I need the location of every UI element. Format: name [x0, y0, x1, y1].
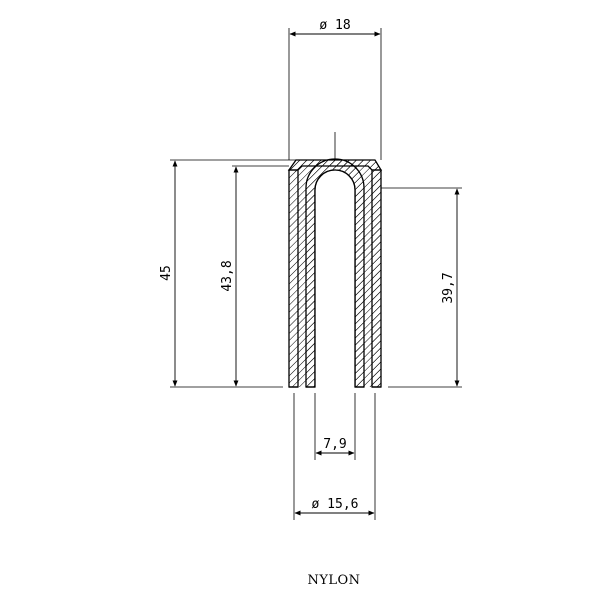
- left-wall: [288, 169, 299, 388]
- label-slot-width: 7,9: [323, 437, 346, 452]
- label-outer-diameter: ø 18: [319, 18, 350, 33]
- label-inner-depth: 43,8: [220, 260, 235, 291]
- material-label: NYLON: [307, 573, 360, 588]
- inner-slot: [314, 169, 356, 387]
- extension-lines: [170, 28, 462, 520]
- label-inner-diameter: ø 15,6: [312, 497, 359, 512]
- dimension-lines: [172, 31, 460, 516]
- right-wall: [371, 169, 382, 388]
- label-slot-depth: 39,7: [441, 272, 456, 303]
- part-section: [287, 132, 383, 388]
- label-total-height: 45: [159, 265, 174, 281]
